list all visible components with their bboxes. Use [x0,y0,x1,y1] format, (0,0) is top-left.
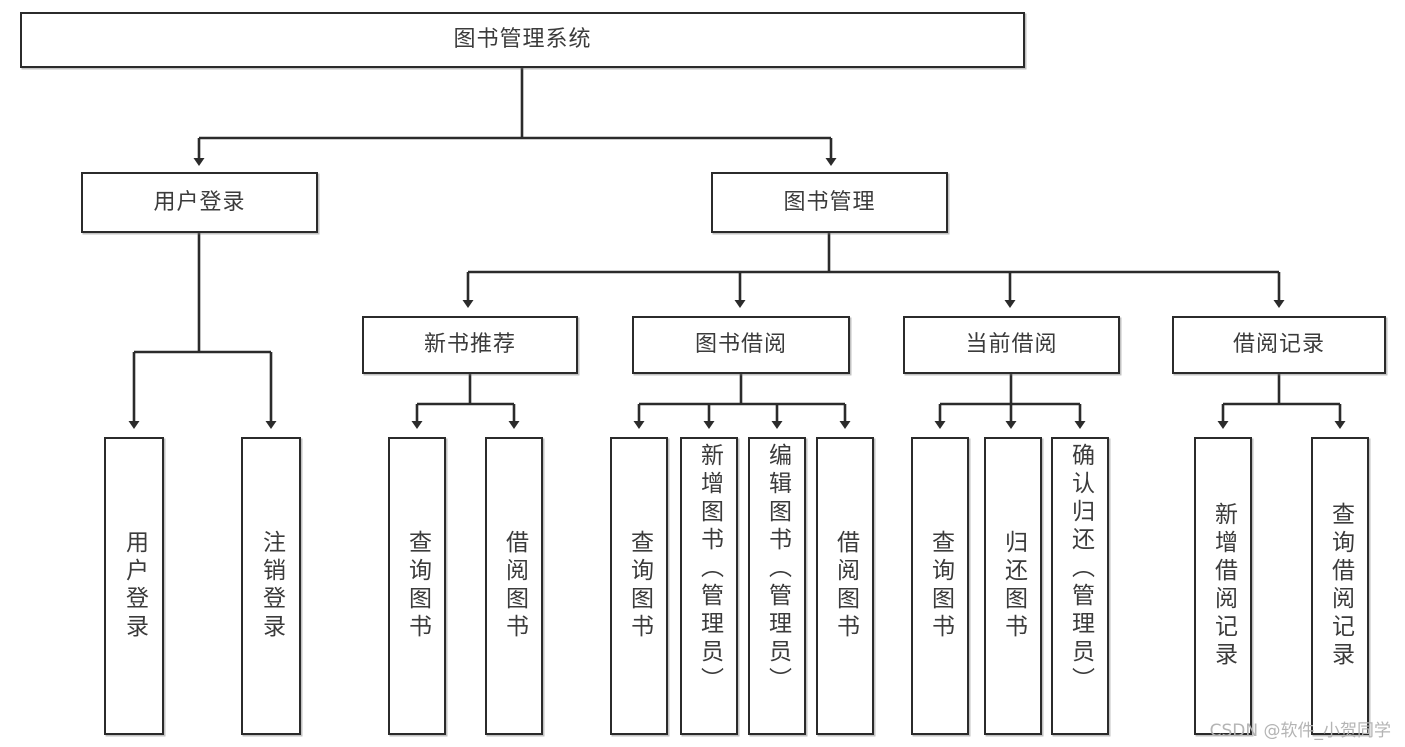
node-leaf-query-book-recommend[interactable]: 查询图书 [388,437,446,735]
node-leaf-add-borrow-record-label: 新增借阅记录 [1210,502,1237,670]
node-leaf-borrow-book-recommend-label: 借阅图书 [501,530,528,642]
node-user-login-label: 用户登录 [153,189,246,215]
node-current-borrow[interactable]: 当前借阅 [903,316,1120,374]
node-book-borrow[interactable]: 图书借阅 [632,316,850,374]
edges-newbook-to-leaves [411,374,520,429]
node-leaf-query-book-borrow[interactable]: 查询图书 [610,437,668,735]
node-leaf-borrow-book-label: 借阅图书 [832,530,859,642]
node-book-borrow-label: 图书借阅 [694,332,787,357]
node-leaf-query-book-borrow-label: 查询图书 [626,530,653,642]
node-leaf-user-login[interactable]: 用户登录 [104,437,164,735]
node-leaf-confirm-return-admin[interactable]: 确认归还（管理员） [1051,437,1109,735]
csdn-watermark: CSDN @软件_小贺同学 [1209,721,1391,741]
node-borrow-record[interactable]: 借阅记录 [1172,316,1386,374]
node-new-book-recommend[interactable]: 新书推荐 [362,316,578,374]
node-leaf-return-book[interactable]: 归还图书 [984,437,1042,735]
node-leaf-edit-book-admin[interactable]: 编辑图书（管理员） [748,437,806,735]
node-leaf-confirm-return-admin-label: 确认归还（管理员） [1067,443,1094,695]
node-new-book-recommend-label: 新书推荐 [423,332,516,357]
edges-root-to-level2 [193,68,837,166]
node-root[interactable]: 图书管理系统 [20,12,1025,68]
node-leaf-add-book-admin[interactable]: 新增图书（管理员） [680,437,738,735]
node-leaf-edit-book-admin-label: 编辑图书（管理员） [764,443,791,695]
node-root-label: 图书管理系统 [453,27,592,52]
node-leaf-query-book-recommend-label: 查询图书 [404,530,431,642]
node-leaf-query-borrow-record[interactable]: 查询借阅记录 [1311,437,1369,735]
edges-currentborrow-to-leaves [934,374,1086,429]
edges-bookmanage-to-level3 [462,233,1285,308]
node-leaf-logout-login[interactable]: 注销登录 [241,437,301,735]
node-leaf-query-book-current-label: 查询图书 [927,530,954,642]
edges-bookborrow-to-leaves [633,374,851,429]
node-book-manage[interactable]: 图书管理 [711,172,948,233]
edges-borrowrecord-to-leaves [1217,374,1346,429]
node-leaf-user-login-label: 用户登录 [121,530,148,642]
node-user-login[interactable]: 用户登录 [81,172,318,233]
node-leaf-return-book-label: 归还图书 [1000,530,1027,642]
node-leaf-borrow-book[interactable]: 借阅图书 [816,437,874,735]
node-book-manage-label: 图书管理 [783,189,876,215]
node-borrow-record-label: 借阅记录 [1232,332,1325,357]
node-leaf-query-borrow-record-label: 查询借阅记录 [1327,502,1354,670]
node-leaf-borrow-book-recommend[interactable]: 借阅图书 [485,437,543,735]
node-leaf-logout-login-label: 注销登录 [258,530,285,642]
edges-userlogin-to-leaves [128,233,277,429]
node-leaf-query-book-current[interactable]: 查询图书 [911,437,969,735]
node-current-borrow-label: 当前借阅 [965,332,1058,357]
node-leaf-add-borrow-record[interactable]: 新增借阅记录 [1194,437,1252,735]
node-leaf-add-book-admin-label: 新增图书（管理员） [696,443,723,695]
